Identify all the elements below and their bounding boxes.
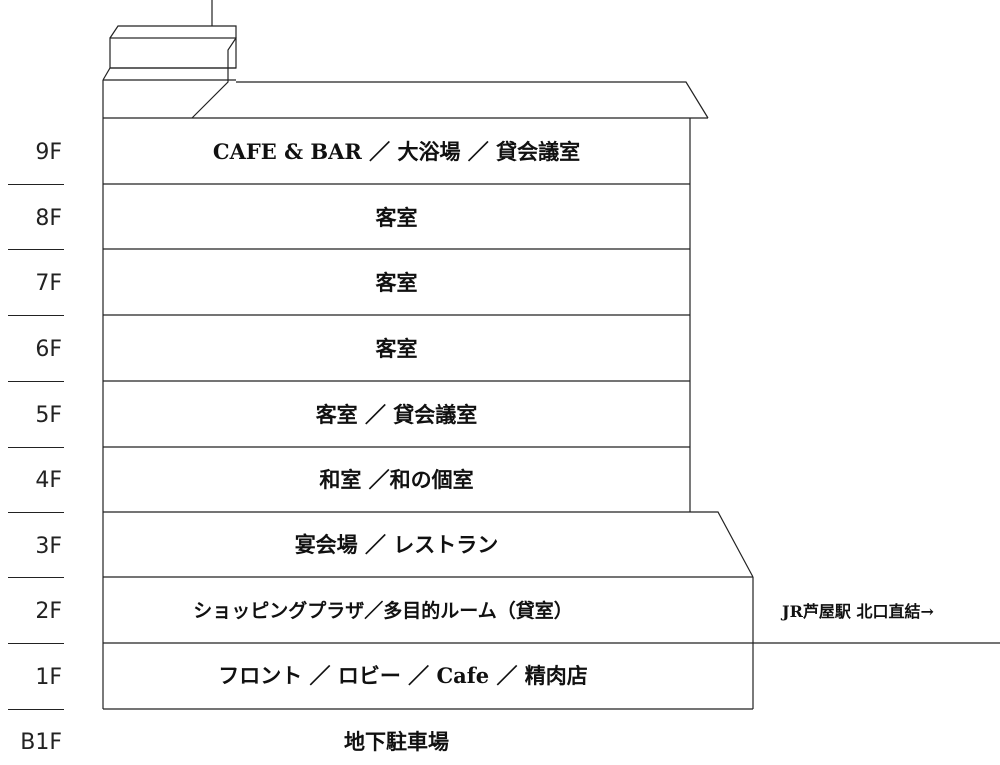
floor-5f-rooms: 客室 ／ 貸会議室 bbox=[315, 402, 478, 427]
roof-struct-lower-top bbox=[102, 67, 236, 81]
floor-2f-rooms: ショッピングプラザ／多目的ルーム（貸室） bbox=[193, 600, 573, 622]
floor-label-1f: 1F bbox=[35, 665, 62, 690]
floor-6f-rooms: 客室 bbox=[375, 336, 418, 361]
roof-struct-upper bbox=[109, 37, 237, 69]
floor-label-5f: 5F bbox=[35, 403, 62, 428]
floor-3f-wing bbox=[103, 511, 754, 578]
floor-divider bbox=[8, 512, 64, 513]
floor-label-9f: 9F bbox=[35, 140, 62, 165]
floor-3f-rooms: 宴会場 ／ レストラン bbox=[294, 532, 499, 557]
floor-divider bbox=[8, 381, 64, 382]
floor-4f-rooms: 和室 ／和の個室 bbox=[319, 467, 474, 492]
floor-label-8f: 8F bbox=[35, 206, 62, 231]
floor-label-b1f: B1F bbox=[20, 730, 62, 755]
floor-divider bbox=[8, 447, 64, 448]
floor-divider bbox=[8, 643, 64, 644]
floor-divider bbox=[8, 709, 64, 710]
roof-slope bbox=[236, 81, 709, 119]
roof-struct-upper-side bbox=[227, 37, 237, 68]
floor-1f-rooms: フロント ／ ロビー ／ Cafe ／ 精肉店 bbox=[218, 663, 588, 688]
floor-divider bbox=[8, 577, 64, 578]
floor-label-2f: 2F bbox=[35, 599, 62, 624]
floor-label-3f: 3F bbox=[35, 534, 62, 559]
roof-struct-lower-side bbox=[191, 68, 229, 119]
floor-label-6f: 6F bbox=[35, 337, 62, 362]
floor-label-7f: 7F bbox=[35, 271, 62, 296]
floor-divider bbox=[8, 249, 64, 250]
floor-label-4f: 4F bbox=[35, 468, 62, 493]
floor-7f-rooms: 客室 bbox=[375, 270, 418, 295]
roof-struct-top bbox=[109, 25, 237, 39]
floor-8f-rooms: 客室 bbox=[375, 205, 418, 230]
station-connection-label: JR芦屋駅 北口直結→ bbox=[782, 602, 934, 621]
floor-9f-rooms: CAFE & BAR ／ 大浴場 ／ 貸会議室 bbox=[212, 139, 581, 164]
floor-b1f-rooms: 地下駐車場 bbox=[344, 729, 449, 754]
floor-divider bbox=[8, 315, 64, 316]
floor-divider bbox=[8, 184, 64, 185]
